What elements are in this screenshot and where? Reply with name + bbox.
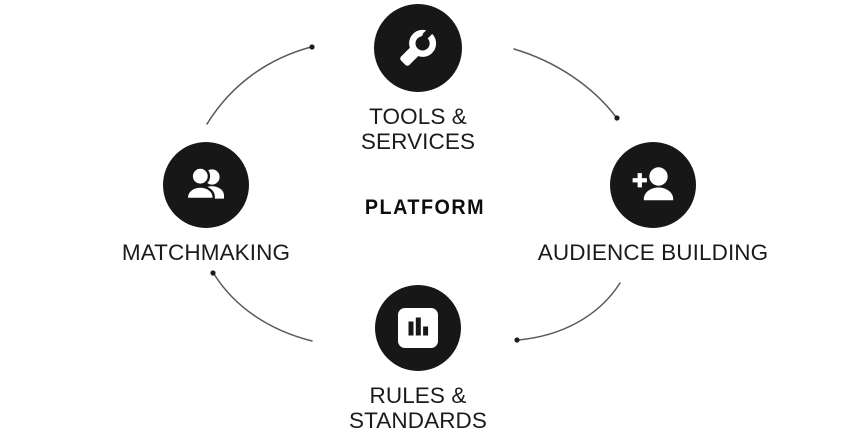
rules-icon-disc xyxy=(375,285,461,371)
arrowhead-matchmaking xyxy=(210,270,216,276)
two-people-icon xyxy=(185,166,224,201)
wrench-icon xyxy=(400,28,437,66)
arrow-tools-to-audience xyxy=(513,48,617,118)
node-rules-and-standards[interactable]: RULES & STANDARDS xyxy=(293,285,543,433)
arrow-matchmaking-to-tools xyxy=(206,46,312,125)
node-tools-and-services[interactable]: TOOLS & SERVICES xyxy=(293,4,543,154)
arrowhead-rules xyxy=(514,337,520,343)
matchmaking-icon-disc xyxy=(163,142,249,228)
arrowhead-tools xyxy=(309,44,315,50)
tools-and-services-label: TOOLS & SERVICES xyxy=(360,104,476,155)
rules-and-standards-label: RULES & STANDARDS xyxy=(349,383,487,434)
matchmaking-label: MATCHMAKING xyxy=(121,240,291,265)
tools-icon-disc xyxy=(374,4,462,92)
arrow-rules-to-matchmaking xyxy=(213,273,313,342)
node-audience-building[interactable]: AUDIENCE BUILDING xyxy=(483,142,823,265)
audience-building-label: AUDIENCE BUILDING xyxy=(537,240,769,265)
arrow-audience-to-rules xyxy=(517,282,621,341)
bar-chart-icon xyxy=(398,308,438,348)
audience-icon-disc xyxy=(610,142,696,228)
arrowhead-audience xyxy=(614,115,620,121)
center-platform-label: PLATFORM xyxy=(364,196,486,219)
node-matchmaking[interactable]: MATCHMAKING xyxy=(36,142,376,265)
person-add-icon xyxy=(632,167,674,201)
